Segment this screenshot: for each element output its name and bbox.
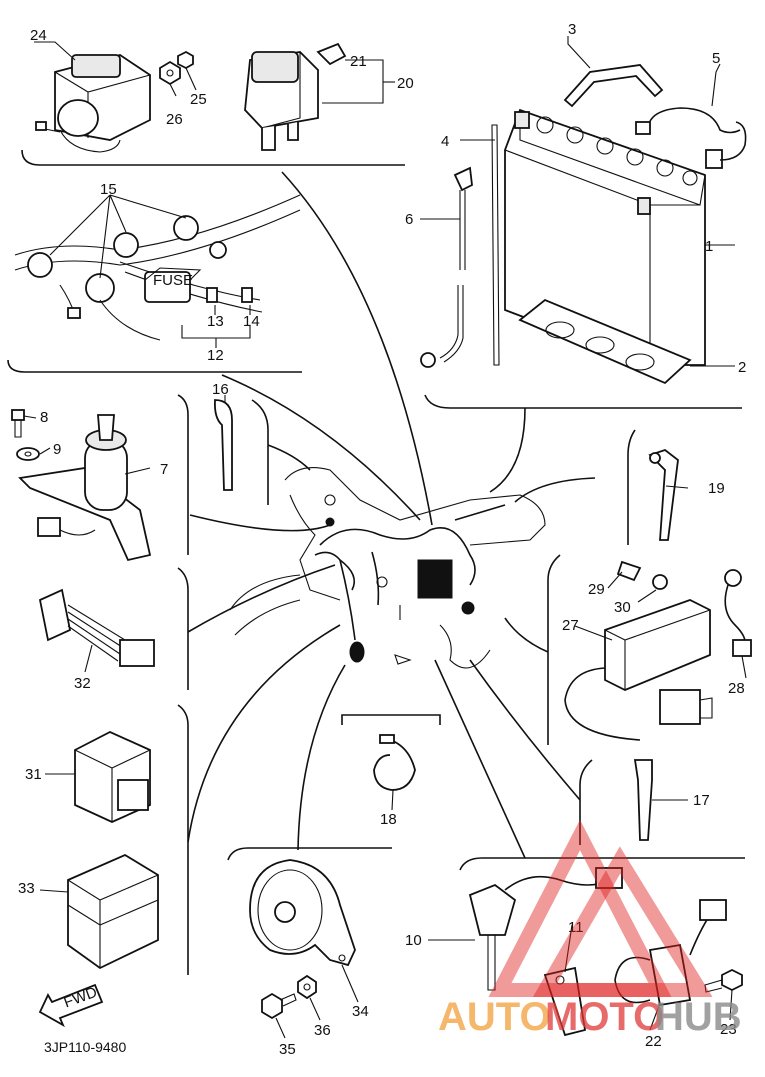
- callout-10: 10: [405, 932, 422, 949]
- battery-lead-part: [635, 107, 747, 169]
- callout-4: 4: [441, 133, 449, 150]
- horn-part-34: [249, 859, 356, 967]
- callout-32: 32: [74, 675, 91, 692]
- callout-33: 33: [18, 880, 35, 897]
- cable-tie-part-19: [648, 448, 679, 541]
- callout-31: 31: [25, 766, 42, 783]
- bolt-part-8: [11, 409, 25, 438]
- clamp-part-18: [373, 734, 416, 791]
- ignition-coil-part: [35, 54, 151, 153]
- fuse-holder-part: FUSE: [14, 194, 301, 341]
- callout-28: 28: [728, 680, 745, 697]
- bolt-part-29: [616, 560, 642, 582]
- callout-24: 24: [30, 27, 47, 44]
- relay-part: [244, 42, 347, 151]
- battery-tray-part: [518, 298, 692, 385]
- callout-11: 11: [568, 919, 584, 936]
- callout-labels: 1 2 3 4 5 6 7 8 9 10 11 12 13 14 15 16 1…: [18, 21, 746, 1058]
- callout-34: 34: [352, 1003, 369, 1020]
- callout-25: 25: [190, 91, 207, 108]
- control-unit-part-27: [564, 599, 713, 741]
- callout-15: 15: [100, 181, 117, 198]
- callout-6: 6: [405, 211, 413, 228]
- callout-9: 9: [53, 441, 61, 458]
- wire-lead-part-32: [38, 588, 155, 667]
- callout-36: 36: [314, 1022, 331, 1039]
- watermark-text-hub: HUB: [655, 995, 742, 1039]
- battery-part: [504, 108, 706, 366]
- callout-26: 26: [166, 111, 183, 128]
- battery-cable-part: [420, 166, 473, 368]
- nut-part-30: [652, 574, 668, 590]
- panel-frames: [7, 149, 745, 975]
- callout-19: 19: [708, 480, 725, 497]
- diagram-code: 3JP110-9480: [44, 1039, 126, 1055]
- bolt-part-35: [261, 992, 297, 1020]
- callout-13: 13: [207, 313, 224, 330]
- sensor-part-22: [614, 899, 727, 1007]
- sensor-lead-part-28: [724, 569, 752, 657]
- cable-tie-part-17: [633, 759, 653, 841]
- breather-pipe-part: [491, 124, 500, 366]
- callout-3: 3: [568, 21, 576, 38]
- callout-5: 5: [712, 50, 720, 67]
- leader-lines: [23, 36, 747, 1039]
- nut-part-36: [297, 974, 317, 1000]
- callout-1: 1: [705, 238, 713, 255]
- bolt-part-23: [704, 968, 743, 993]
- autohub-watermark-logo: AUTO MOTO HUB: [438, 819, 742, 1039]
- callout-8: 8: [40, 409, 48, 426]
- switch-part-10: [468, 867, 623, 991]
- main-switch-part: [18, 414, 152, 562]
- relay-part-31: [74, 731, 151, 823]
- watermark-text-moto: MOTO: [545, 995, 664, 1039]
- callout-2: 2: [738, 359, 746, 376]
- callout-23: 23: [720, 1021, 737, 1038]
- callout-35: 35: [279, 1041, 296, 1058]
- callout-21: 21: [350, 53, 367, 70]
- callout-17: 17: [693, 792, 710, 809]
- callout-12: 12: [207, 347, 224, 364]
- fuse-label: FUSE: [153, 272, 193, 289]
- frame-and-wire-harness: [229, 467, 546, 669]
- nut-part-25-26: [159, 50, 194, 86]
- callout-14: 14: [243, 313, 260, 330]
- cable-tie-part-16: [213, 399, 233, 491]
- forward-arrow-icon: FWD: [38, 984, 104, 1028]
- callout-30: 30: [614, 599, 631, 616]
- watermark-text-auto: AUTO: [438, 995, 551, 1039]
- callout-29: 29: [588, 581, 605, 598]
- callout-18: 18: [380, 811, 397, 828]
- battery-band-part: [563, 64, 664, 108]
- callout-7: 7: [160, 461, 168, 478]
- callout-27: 27: [562, 617, 579, 634]
- callout-22: 22: [645, 1033, 662, 1050]
- callout-20: 20: [397, 75, 414, 92]
- unit-part-33: [67, 853, 159, 970]
- callout-16: 16: [212, 381, 229, 398]
- washer-part-9: [16, 447, 40, 461]
